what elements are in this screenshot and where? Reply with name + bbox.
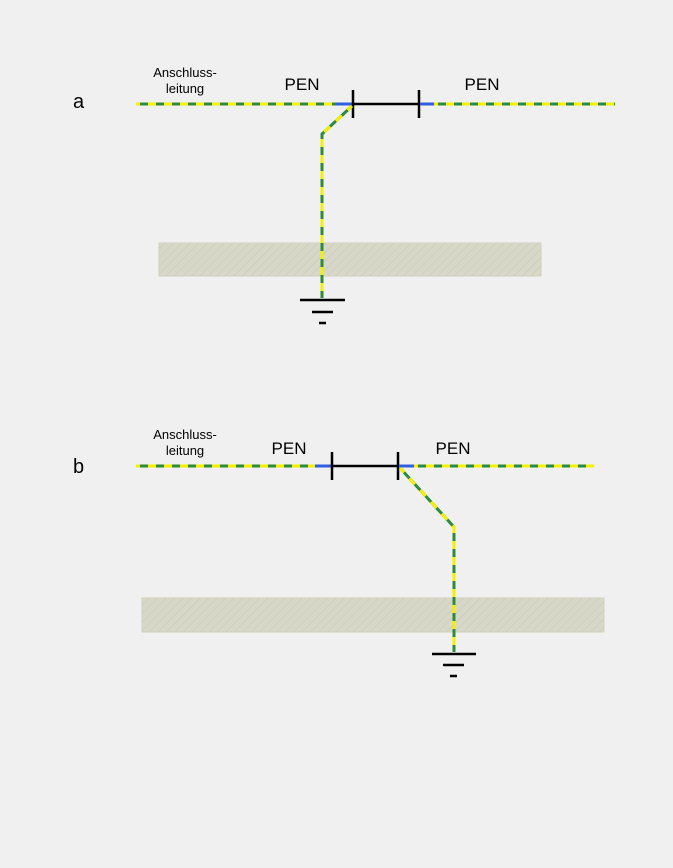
panel-a: a Anschluss- leitung PEN PEN <box>73 65 615 325</box>
panel-a-ground-symbol <box>300 298 345 325</box>
panel-a-label: a <box>73 91 85 113</box>
panel-b-connection-line-label-2: leitung <box>166 443 204 458</box>
panel-a-pen-right-label: PEN <box>465 75 500 94</box>
panel-b-ground-symbol <box>432 652 476 678</box>
panel-a-connection-line-label-1: Anschluss- <box>153 65 217 80</box>
panel-a-soil-band <box>158 242 542 277</box>
panel-b-pen-left-label: PEN <box>272 439 307 458</box>
panel-b-earth-conductor <box>398 466 456 652</box>
panel-a-connection-line-label-2: leitung <box>166 81 204 96</box>
panel-b-connection-line-label-1: Anschluss- <box>153 427 217 442</box>
panel-b-pen-right-label: PEN <box>436 439 471 458</box>
panel-b-label: b <box>73 456 84 478</box>
panel-b: b Anschluss- leitung PEN PEN <box>73 427 605 678</box>
panel-a-pen-left-label: PEN <box>285 75 320 94</box>
panel-a-earth-conductor <box>320 104 354 298</box>
panel-b-soil-band <box>141 597 605 633</box>
